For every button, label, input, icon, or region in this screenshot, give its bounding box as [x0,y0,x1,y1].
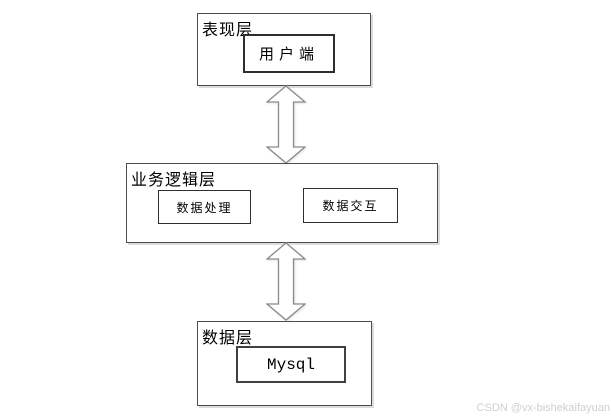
node-client: 用户端 [243,34,335,73]
layer-label-business: 业务逻辑层 [131,172,217,189]
node-client-label: 用户端 [258,47,319,63]
layer-box-presentation: 表现层 用户端 [197,13,371,86]
node-mysql-label: Mysql [266,355,315,374]
double-arrow-icon-top [266,85,306,164]
node-data-interaction: 数据交互 [303,188,398,223]
double-arrow-icon-bottom [266,242,306,321]
csdn-watermark: CSDN @vx-bishekaifayuan [476,402,610,414]
layer-label-presentation: 表现层 [202,22,254,39]
node-data-interaction-label: 数据交互 [322,199,379,213]
node-data-processing-label: 数据处理 [176,200,233,215]
layer-label-data: 数据层 [202,330,254,347]
layer-box-business: 业务逻辑层 数据处理 数据交互 [126,163,438,243]
node-mysql: Mysql [236,346,346,383]
node-data-processing: 数据处理 [158,190,251,224]
layer-box-data: 数据层 Mysql [197,321,372,406]
